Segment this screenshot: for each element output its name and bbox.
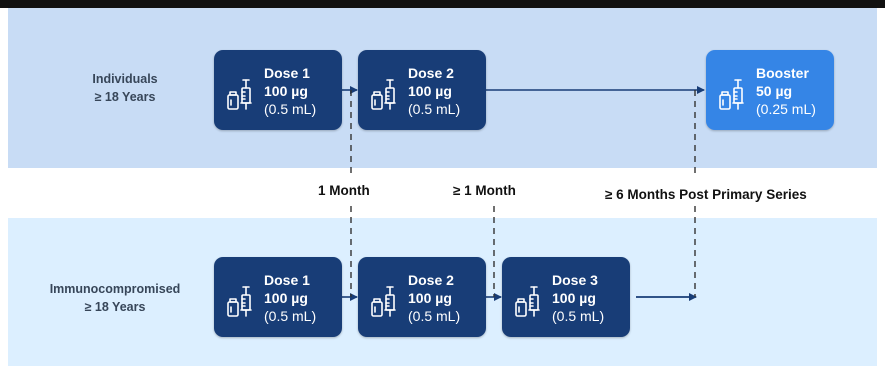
vial-and-syringe-icon	[227, 79, 252, 110]
booster-volume: (0.25 mL)	[756, 101, 816, 117]
dose-amount: 100 µg	[408, 83, 452, 99]
immunocompromised-row-label: Immunocompromised ≥ 18 Years	[10, 280, 220, 316]
dose-volume: (0.5 mL)	[264, 101, 317, 117]
dose-volume: (0.5 mL)	[408, 308, 461, 324]
dose-title: Dose 1	[264, 272, 310, 288]
interval-ge-1-month: ≥ 1 Month	[453, 183, 516, 198]
card-immunocompromised-dose2: Dose 2 100 µg (0.5 mL)	[358, 257, 486, 337]
dose-volume: (0.5 mL)	[408, 101, 461, 117]
immunocompromised-label-line2: ≥ 18 Years	[84, 300, 146, 314]
vial-and-syringe-icon	[719, 79, 744, 110]
vial-and-syringe-icon	[227, 286, 252, 317]
card-individuals-dose1: Dose 1 100 µg (0.5 mL)	[214, 50, 342, 130]
card-immunocompromised-dose1: Dose 1 100 µg (0.5 mL)	[214, 257, 342, 337]
dose-amount: 100 µg	[552, 290, 596, 306]
card-individuals-booster: Booster 50 µg (0.25 mL)	[706, 50, 834, 130]
individuals-label-line2: ≥ 18 Years	[94, 90, 156, 104]
vial-and-syringe-icon	[371, 286, 396, 317]
dose-title: Dose 1	[264, 65, 310, 81]
dose-volume: (0.5 mL)	[552, 308, 605, 324]
dose-amount: 100 µg	[408, 290, 452, 306]
dose-title: Dose 2	[408, 65, 454, 81]
booster-amount: 50 µg	[756, 83, 793, 99]
dose-amount: 100 µg	[264, 290, 308, 306]
card-immunocompromised-dose3: Dose 3 100 µg (0.5 mL)	[502, 257, 630, 337]
dose-amount: 100 µg	[264, 83, 308, 99]
vial-and-syringe-icon	[515, 286, 540, 317]
individuals-label-line1: Individuals	[92, 72, 158, 86]
individuals-row-label: Individuals ≥ 18 Years	[20, 70, 230, 106]
dose-title: Dose 3	[552, 272, 598, 288]
card-individuals-dose2: Dose 2 100 µg (0.5 mL)	[358, 50, 486, 130]
vial-and-syringe-icon	[371, 79, 396, 110]
interval-6-months-post-primary: ≥ 6 Months Post Primary Series	[605, 187, 807, 202]
dose-title: Dose 2	[408, 272, 454, 288]
dose-volume: (0.5 mL)	[264, 308, 317, 324]
interval-1-month: 1 Month	[318, 183, 370, 198]
booster-title: Booster	[756, 65, 809, 81]
immunocompromised-label-line1: Immunocompromised	[49, 282, 181, 296]
top-border	[0, 0, 885, 8]
